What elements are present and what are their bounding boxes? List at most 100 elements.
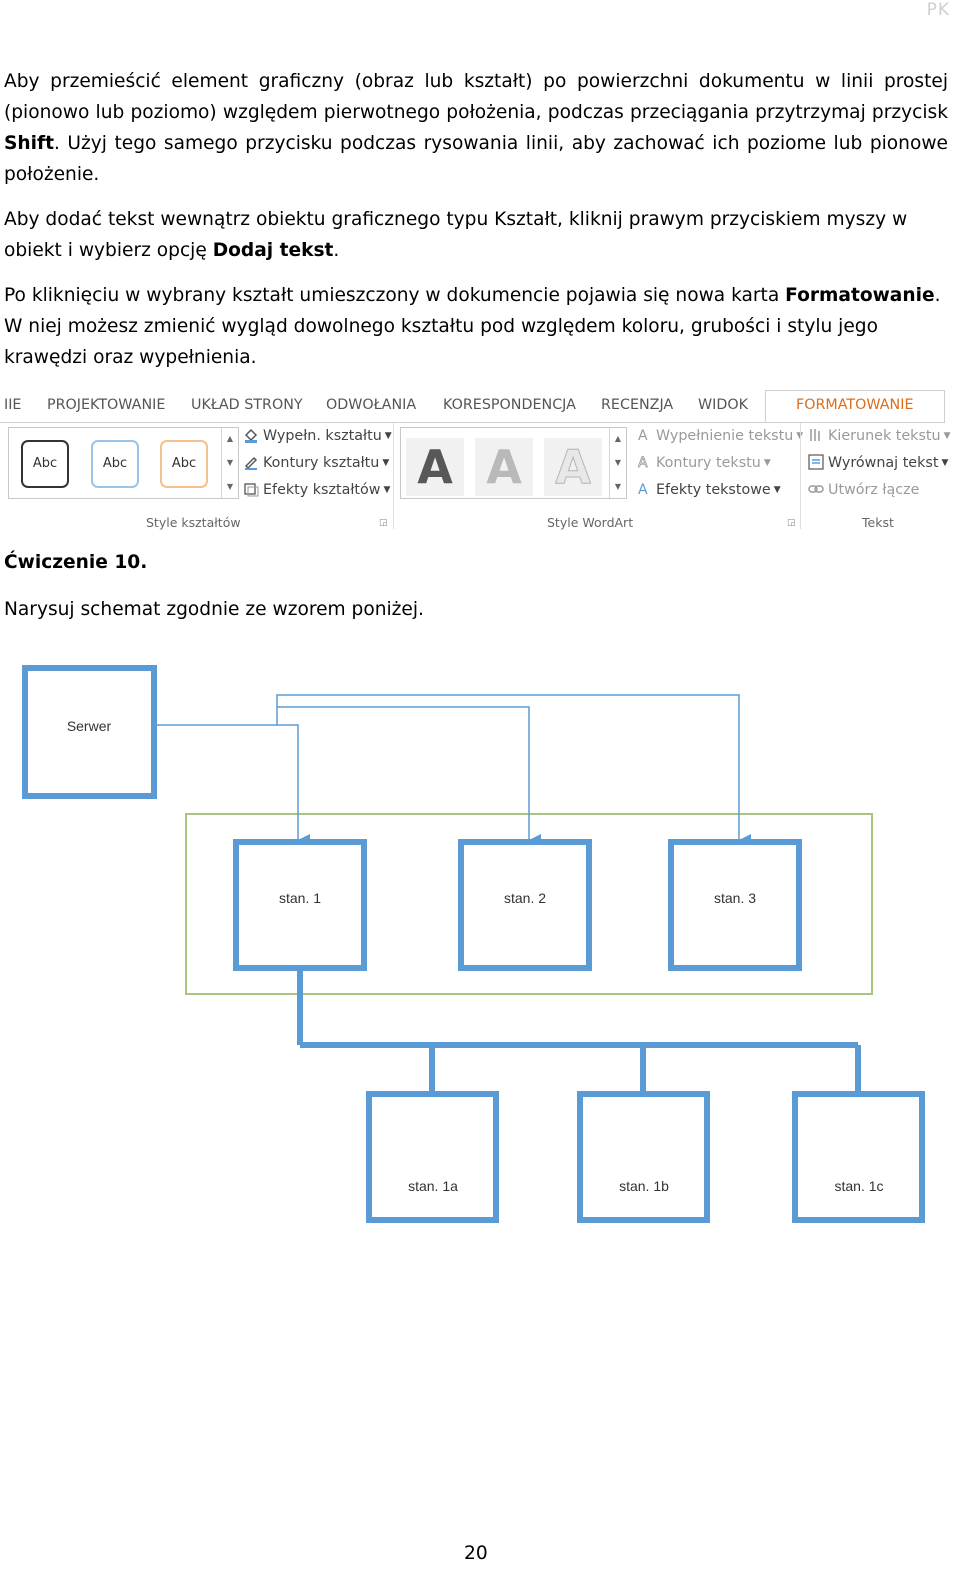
station-label: stan. 3 [714,890,756,906]
svg-text:A: A [638,482,648,497]
tab-korespondencja[interactable]: KORESPONDENCJA [443,397,576,413]
substation-box [366,1091,499,1223]
shape-fill-label: Wypełn. kształtu [263,428,382,444]
shape-style-thumb[interactable]: Abc [160,440,208,488]
station-label: stan. 1 [279,890,321,906]
exercise-heading: Ćwiczenie 10. [4,552,148,573]
connector-line [155,724,310,846]
text-effects-label: Efekty tekstowe [656,482,771,498]
scroll-down-icon[interactable]: ▼ [226,458,234,467]
shape-outline-label: Kontury kształtu [263,455,380,471]
paragraph-text: Aby dodać tekst wewnątrz obiektu graficz… [4,209,908,261]
shape-effects-icon [243,481,259,497]
substation-box [792,1091,925,1223]
connector-line [276,694,751,846]
text-fill-button[interactable]: A Wypełnienie tekstu▼ [636,427,803,444]
text-direction-button[interactable]: Kierunek tekstu▼ [808,427,950,444]
tab-projektowanie[interactable]: PROJEKTOWANIE [47,397,166,413]
page-number: 20 [464,1543,488,1564]
paragraph-text: . W niej możesz zmienić wygląd dowolnego… [4,285,941,368]
active-tab-frame [765,390,945,423]
text-outline-label: Kontury tekstu [656,455,761,471]
create-link-label: Utwórz łącze [828,482,920,498]
chevron-down-icon: ▼ [943,431,951,441]
chevron-down-icon: ▼ [382,458,390,468]
network-diagram: Serwer stan. 1 stan. 2 stan. 3 stan. 1a … [22,665,925,1223]
station-label: stan. 2 [504,890,546,906]
station-box [668,839,802,971]
svg-text:A: A [638,428,648,443]
paragraph-text: . [333,240,340,261]
scroll-up-icon[interactable]: ▲ [226,434,234,443]
text-effects-button[interactable]: A Efekty tekstowe▼ [636,481,781,498]
create-link-button[interactable]: Utwórz łącze [808,481,919,498]
tab-uklad-strony[interactable]: UKŁAD STRONY [191,397,303,413]
chevron-down-icon: ▼ [796,431,803,441]
bold-term: Shift [4,133,54,154]
wordart-style-thumb[interactable]: A [475,438,533,496]
shape-style-thumb[interactable]: Abc [21,440,69,488]
station-box [458,839,592,971]
text-outline-button[interactable]: A Kontury tekstu▼ [636,454,771,472]
server-label: Serwer [67,718,112,734]
wordart-style-thumb[interactable]: A [406,438,464,496]
paragraph-format-tab: Po kliknięciu w wybrany kształt umieszcz… [4,280,948,373]
text-fill-label: Wypełnienie tekstu [656,428,794,444]
shape-effects-button[interactable]: Efekty kształtów▼ [243,481,390,498]
shape-style-thumb[interactable]: Abc [91,440,139,488]
align-text-label: Wyrównaj tekst [828,455,939,471]
gallery-more-icon[interactable]: ▼ [614,482,622,491]
group-separator [393,423,394,529]
svg-text:A: A [638,455,648,470]
text-effects-icon: A [636,481,652,498]
shape-fill-button[interactable]: Wypełn. kształtu▼ [243,427,392,444]
scroll-up-icon[interactable]: ▲ [614,434,622,443]
pencil-icon [243,454,259,470]
chevron-down-icon: ▼ [773,485,781,495]
wordart-style-thumb[interactable]: A [544,438,602,496]
ribbon-screenshot: IIE PROJEKTOWANIE UKŁAD STRONY ODWOŁANIA… [0,390,950,530]
substation-label: stan. 1c [834,1178,883,1194]
group-label-text: Tekst [862,515,894,530]
station-box [233,839,367,971]
shape-outline-button[interactable]: Kontury kształtu▼ [243,454,389,471]
substation-label: stan. 1b [619,1178,669,1194]
wordart-gallery: A A A ▲ ▼ ▼ [400,427,627,499]
tab-recenzja[interactable]: RECENZJA [601,397,674,413]
align-text-icon [808,454,824,470]
paragraph-text: Aby przemieścić element graficzny (obraz… [4,71,948,123]
corner-mark: PK [926,0,950,20]
text-direction-label: Kierunek tekstu [828,428,941,444]
shape-styles-gallery: Abc Abc Abc ▲ ▼ ▼ [8,427,239,499]
substation-box [577,1091,710,1223]
tab-partial[interactable]: IIE [4,397,22,413]
ribbon-tabs: IIE PROJEKTOWANIE UKŁAD STRONY ODWOŁANIA… [0,390,950,423]
link-icon [808,481,824,497]
server-box [22,665,157,799]
align-text-button[interactable]: Wyrównaj tekst▼ [808,454,948,471]
chevron-down-icon: ▼ [763,458,771,468]
chevron-down-icon: ▼ [383,485,391,495]
dialog-launcher-icon[interactable]: ◲ [379,518,388,528]
exercise-instruction: Narysuj schemat zgodnie ze wzorem poniże… [4,599,424,620]
scroll-down-icon[interactable]: ▼ [614,458,622,467]
tab-odwolania[interactable]: ODWOŁANIA [326,397,417,413]
chevron-down-icon: ▼ [384,431,392,441]
group-label-wordart: Style WordArt [547,515,634,530]
dialog-launcher-icon[interactable]: ◲ [787,518,796,528]
ribbon-body: Abc Abc Abc ▲ ▼ ▼ Wypełn. kształtu▼ Kont… [0,422,950,530]
tab-widok[interactable]: WIDOK [698,397,748,413]
connector-line [276,706,541,846]
gallery-more-icon[interactable]: ▼ [226,482,234,491]
paragraph-text: . Użyj tego samego przycisku podczas rys… [4,133,948,185]
bold-term: Formatowanie [785,285,935,306]
shape-effects-label: Efekty kształtów [263,482,381,498]
chevron-down-icon: ▼ [941,458,949,468]
text-direction-icon [808,427,824,443]
paragraph-add-text: Aby dodać tekst wewnątrz obiektu graficz… [4,204,948,266]
group-separator [800,423,801,529]
bold-term: Dodaj tekst [212,240,334,261]
paint-bucket-icon [243,427,259,443]
tab-formatowanie[interactable]: FORMATOWANIE [796,397,914,413]
paragraph-text: Po kliknięciu w wybrany kształt umieszcz… [4,285,786,306]
